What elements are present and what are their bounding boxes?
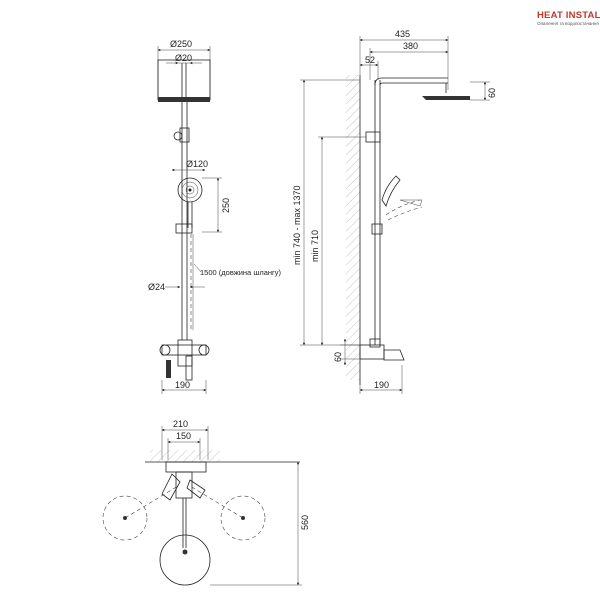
dim-height-range: min 740 - max 1370 <box>292 185 302 265</box>
top-view: 210 150 560 <box>102 419 310 586</box>
dim-arm-length: 380 <box>403 41 418 51</box>
dim-wall-offset: 52 <box>365 55 375 65</box>
hose-length-label: 1500 (довжина шлангу) <box>200 268 282 277</box>
dim-hand-shower-height: 250 <box>221 198 231 213</box>
dim-min-height: min 710 <box>310 230 320 262</box>
dim-arm-diameter: Ø20 <box>175 53 192 63</box>
dim-hand-shower-diameter: Ø120 <box>186 159 208 169</box>
logo-subtitle: Опалення та водопостачання <box>537 21 599 26</box>
dim-total-width: 435 <box>395 29 410 39</box>
dim-top-total-width: 210 <box>173 419 188 429</box>
dim-mixer-height: 60 <box>333 352 343 362</box>
logo-title: HEAT INSTALL <box>537 10 600 21</box>
brand-logo: HEAT INSTALL Опалення та водопостачання <box>537 10 600 26</box>
dim-pipe-diameter: Ø24 <box>148 282 165 292</box>
dim-top-depth: 560 <box>300 515 310 530</box>
dim-mixer-depth: 190 <box>374 380 389 390</box>
dim-head-diameter: Ø250 <box>170 39 192 49</box>
dim-head-height: 60 <box>487 88 497 98</box>
front-view: Ø250 Ø20 Ø120 250 <box>148 39 282 394</box>
dim-base-width: 190 <box>175 380 190 390</box>
side-view: 435 380 52 60 <box>292 29 497 394</box>
dim-top-inner-width: 150 <box>176 431 191 441</box>
